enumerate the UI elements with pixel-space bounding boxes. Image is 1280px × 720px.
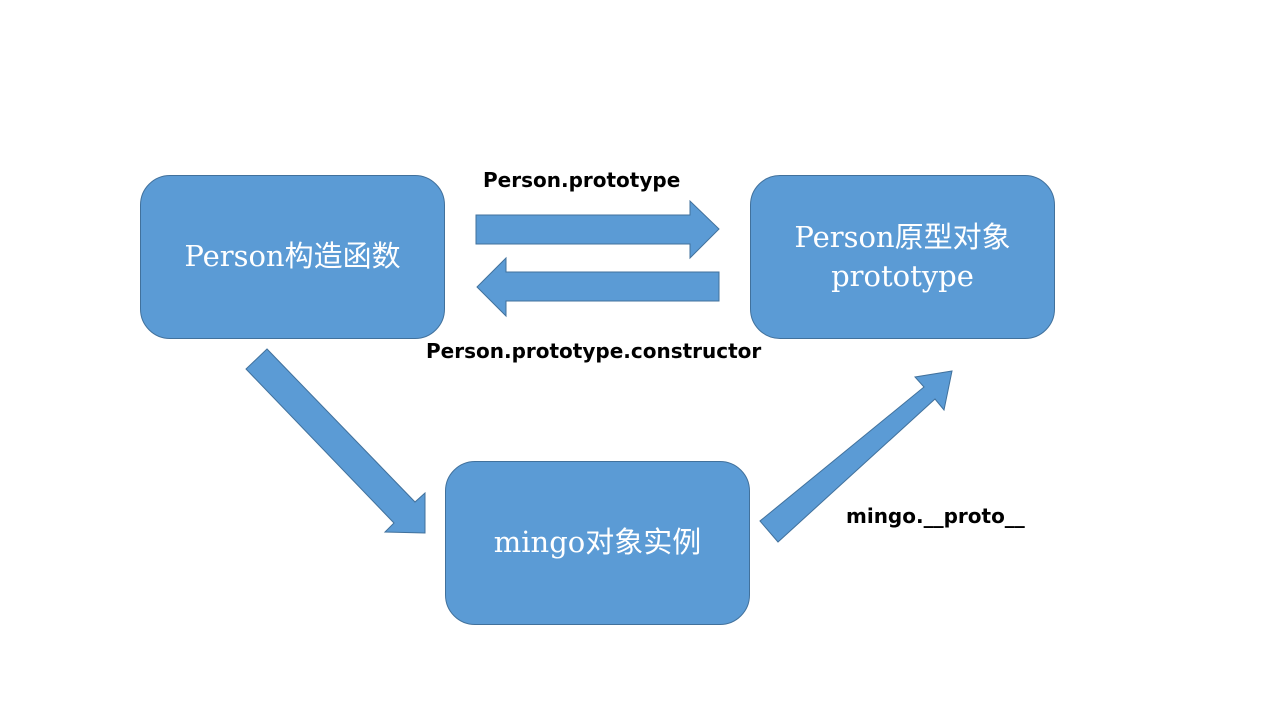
node-person-constructor-label: Person构造函数 [184, 239, 401, 274]
edge-label-constructor: Person.prototype.constructor [426, 339, 762, 363]
arrow-constructor-to-prototype [475, 199, 720, 260]
arrow-prototype-to-constructor [476, 256, 720, 318]
arrow-instance-to-prototype [759, 370, 953, 543]
edge-label-prototype: Person.prototype [483, 168, 681, 192]
node-mingo-instance-label: mingo对象实例 [493, 525, 702, 560]
node-person-prototype-subtitle: prototype [831, 259, 974, 293]
node-person-prototype-title: Person原型对象 [794, 219, 1011, 254]
edge-label-proto: mingo.__proto__ [846, 504, 1025, 528]
node-person-prototype: Person原型对象 prototype [750, 175, 1055, 339]
arrow-constructor-to-instance [245, 348, 426, 534]
node-person-constructor: Person构造函数 [140, 175, 445, 339]
node-mingo-instance: mingo对象实例 [445, 461, 750, 625]
